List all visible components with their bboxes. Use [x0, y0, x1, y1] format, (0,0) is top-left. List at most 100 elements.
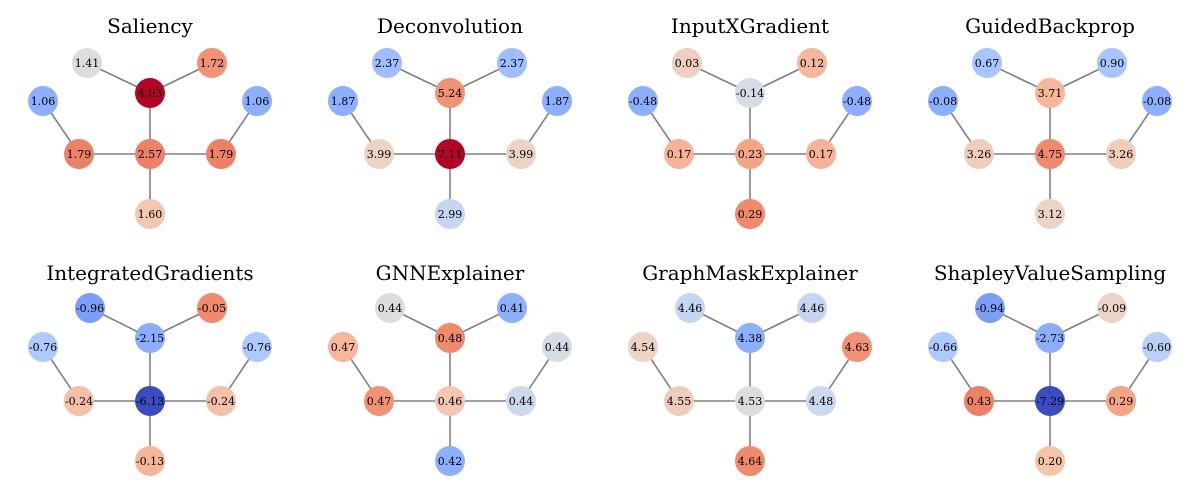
node-label: 1.87: [545, 95, 570, 108]
graph-node: [928, 332, 958, 362]
graph-node: [197, 48, 227, 78]
graph-node: [1035, 386, 1065, 416]
node-label: 0.44: [378, 302, 403, 315]
node-label: 3.12: [1038, 208, 1063, 221]
node-label: -2.73: [1036, 332, 1064, 345]
node-label: 4.63: [845, 341, 870, 354]
node-label: -6.13: [136, 395, 164, 408]
graph-node: [435, 446, 465, 476]
graph-node: [664, 139, 694, 169]
graph-node: [735, 446, 765, 476]
node-label: 3.71: [1038, 87, 1063, 100]
node-label: -0.14: [736, 87, 764, 100]
graph-node: [735, 323, 765, 353]
panel-title: GNNExplainer: [376, 261, 525, 285]
node-label: 0.67: [975, 57, 1000, 70]
graph-node: [735, 386, 765, 416]
node-label: 0.47: [367, 395, 392, 408]
graph-node: [806, 386, 836, 416]
graph-node: [842, 332, 872, 362]
node-label: 0.12: [800, 57, 825, 70]
graph-node: [806, 139, 836, 169]
graph-node: [28, 86, 58, 116]
graph-node: [1035, 323, 1065, 353]
panel-title: IntegratedGradients: [46, 261, 253, 285]
node-label: 0.44: [545, 341, 570, 354]
graph-node: [372, 48, 402, 78]
graph-node: [28, 332, 58, 362]
node-label: 3.99: [367, 148, 392, 161]
node-label: 0.17: [667, 148, 692, 161]
graph-node: [135, 386, 165, 416]
node-label: 2.57: [138, 148, 163, 161]
panel-title: GraphMaskExplainer: [642, 261, 858, 285]
node-label: 3.99: [509, 148, 534, 161]
graph-node: [435, 139, 465, 169]
node-label: -0.08: [1143, 95, 1171, 108]
node-label: 2.99: [438, 208, 463, 221]
graph-node: [497, 48, 527, 78]
graph-node: [797, 48, 827, 78]
graph-node: [75, 293, 105, 323]
node-label: 4.38: [738, 332, 763, 345]
graph-node: [1097, 48, 1127, 78]
node-label: 0.46: [438, 395, 463, 408]
graph-node: [1035, 446, 1065, 476]
graph-node: [435, 78, 465, 108]
node-label: -0.48: [629, 95, 657, 108]
graph-panel: ShapleyValueSampling-0.94-2.73-0.09-0.66…: [928, 261, 1172, 476]
node-label: 4.48: [809, 395, 834, 408]
node-label: 0.20: [1038, 455, 1063, 468]
node-label: 4.46: [678, 302, 703, 315]
node-label: 2.37: [500, 57, 525, 70]
node-label: 4.03: [138, 87, 163, 100]
node-label: -0.13: [136, 455, 164, 468]
node-label: 5.24: [438, 87, 463, 100]
graph-node: [675, 293, 705, 323]
graph-node: [542, 86, 572, 116]
node-label: 0.29: [1109, 395, 1134, 408]
graph-node: [628, 332, 658, 362]
graph-node: [972, 48, 1002, 78]
graph-node: [964, 139, 994, 169]
node-label: -0.24: [65, 395, 93, 408]
node-label: -7.29: [1036, 395, 1064, 408]
node-label: -0.76: [243, 341, 271, 354]
graph-node: [506, 139, 536, 169]
node-label: -2.15: [136, 332, 164, 345]
graph-node: [242, 332, 272, 362]
panel-title: Deconvolution: [377, 14, 523, 38]
graph-node: [64, 139, 94, 169]
graph-node: [206, 139, 236, 169]
graph-node: [928, 86, 958, 116]
node-label: 1.79: [67, 148, 92, 161]
graph-node: [664, 386, 694, 416]
graph-node: [1106, 139, 1136, 169]
node-label: -0.08: [929, 95, 957, 108]
graph-node: [135, 78, 165, 108]
panel-title: GuidedBackprop: [965, 14, 1135, 38]
node-label: 7.11: [438, 148, 463, 161]
node-label: -0.76: [29, 341, 57, 354]
graph-node: [328, 332, 358, 362]
graph-node: [506, 386, 536, 416]
node-label: -0.60: [1143, 341, 1171, 354]
node-label: -0.94: [976, 302, 1004, 315]
node-label: 0.17: [809, 148, 834, 161]
node-label: -0.09: [1098, 302, 1126, 315]
panel-title: InputXGradient: [671, 14, 829, 38]
graph-node: [628, 86, 658, 116]
node-label: 1.60: [138, 208, 163, 221]
node-label: 3.26: [967, 148, 992, 161]
node-label: 0.43: [967, 395, 992, 408]
graph-node: [435, 199, 465, 229]
graph-node: [135, 323, 165, 353]
node-label: 0.42: [438, 455, 463, 468]
graph-node: [672, 48, 702, 78]
graph-node: [135, 199, 165, 229]
